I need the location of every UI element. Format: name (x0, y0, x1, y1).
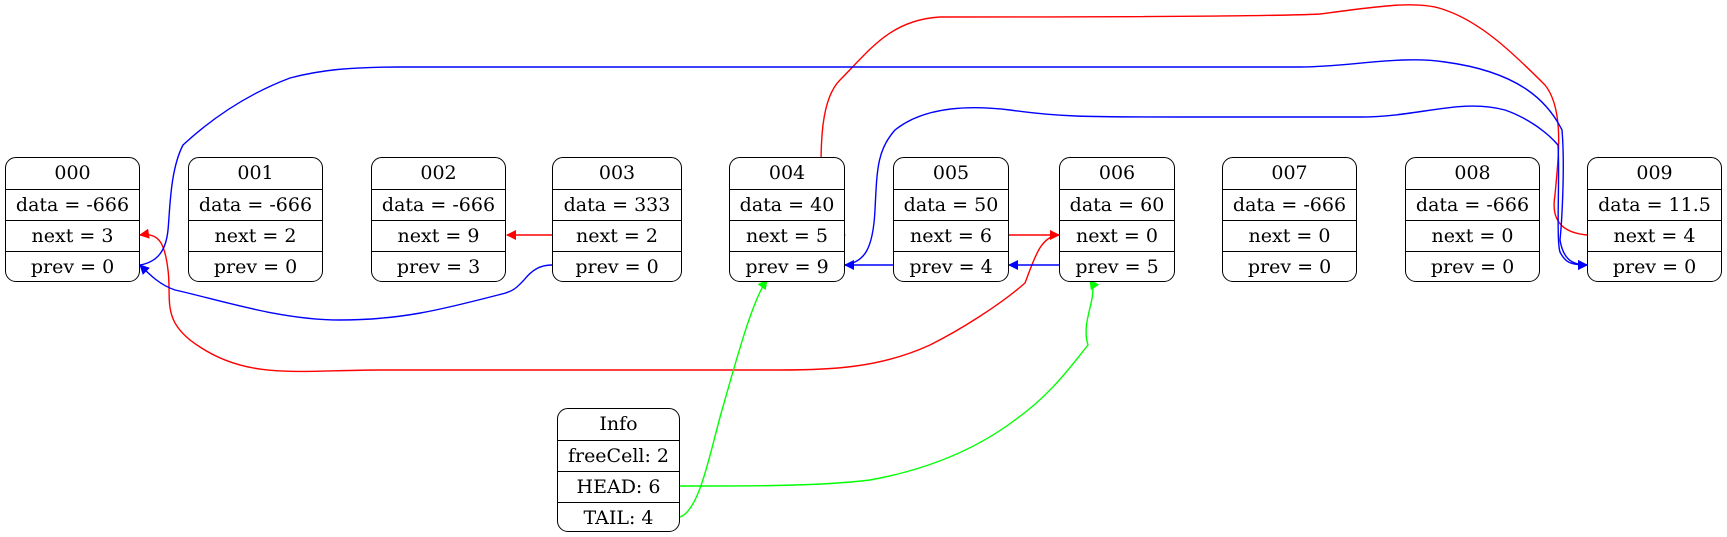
node-next: next = 2 (553, 220, 681, 251)
node-007: 007 data = -666 next = 0 prev = 0 (1222, 157, 1357, 282)
node-id: 003 (598, 162, 636, 184)
node-004: 004 data = 40 next = 5 prev = 9 (729, 157, 845, 282)
edge-info-tail-to-004 (679, 279, 768, 518)
node-id: 007 (1271, 162, 1308, 184)
node-000: 000 data = -666 next = 3 prev = 0 (5, 157, 140, 282)
node-id: 001 (237, 162, 274, 184)
node-next: next = 0 (1060, 220, 1174, 251)
info-head: HEAD: 6 (558, 471, 679, 502)
node-prev: prev = 0 (1223, 251, 1356, 281)
edge-prev-003-to-000 (139, 264, 553, 321)
node-id: 005 (932, 162, 970, 184)
info-node: Info freeCell: 2 HEAD: 6 TAIL: 4 (557, 408, 680, 532)
node-001: 001 data = -666 next = 2 prev = 0 (188, 157, 323, 282)
node-data: data = -666 (6, 189, 139, 220)
node-002: 002 data = -666 next = 9 prev = 3 (371, 157, 506, 282)
node-next: next = 4 (1588, 220, 1721, 251)
node-006: 006 data = 60 next = 0 prev = 5 (1059, 157, 1175, 282)
node-008: 008 data = -666 next = 0 prev = 0 (1405, 157, 1540, 282)
node-id: 008 (1454, 162, 1491, 184)
info-title: Info (599, 413, 638, 435)
node-next: next = 3 (6, 220, 139, 251)
node-next: next = 9 (372, 220, 505, 251)
node-prev: prev = 0 (553, 251, 681, 281)
node-next: next = 6 (894, 220, 1008, 251)
node-next: next = 0 (1223, 220, 1356, 251)
node-next: next = 2 (189, 220, 322, 251)
edge-info-head-to-006 (679, 279, 1100, 487)
node-id: 006 (1098, 162, 1136, 184)
node-prev: prev = 5 (1060, 251, 1174, 281)
node-data: data = -666 (1406, 189, 1539, 220)
info-free-cell: freeCell: 2 (558, 440, 679, 471)
info-tail: TAIL: 4 (558, 502, 679, 531)
node-prev: prev = 0 (1588, 251, 1721, 281)
edge-prev-004-to-009 (844, 105, 1588, 270)
node-prev: prev = 3 (372, 251, 505, 281)
node-009: 009 data = 11.5 next = 4 prev = 0 (1587, 157, 1722, 282)
node-prev: prev = 0 (1406, 251, 1539, 281)
node-id: 002 (420, 162, 457, 184)
node-next: next = 5 (730, 220, 844, 251)
node-next: next = 0 (1406, 220, 1539, 251)
node-prev: prev = 0 (6, 251, 139, 281)
node-data: data = -666 (189, 189, 322, 220)
node-prev: prev = 4 (894, 251, 1008, 281)
node-data: data = 50 (894, 189, 1008, 220)
node-005: 005 data = 50 next = 6 prev = 4 (893, 157, 1009, 282)
node-prev: prev = 9 (730, 251, 844, 281)
node-data: data = -666 (1223, 189, 1356, 220)
node-data: data = 11.5 (1588, 189, 1721, 220)
node-id: 009 (1636, 162, 1673, 184)
edge-prev-000-to-009 (139, 59, 1588, 270)
node-data: data = -666 (372, 189, 505, 220)
node-data: data = 333 (553, 189, 681, 220)
node-id: 004 (768, 162, 806, 184)
node-data: data = 40 (730, 189, 844, 220)
node-data: data = 60 (1060, 189, 1174, 220)
node-prev: prev = 0 (189, 251, 322, 281)
node-id: 000 (54, 162, 91, 184)
node-003: 003 data = 333 next = 2 prev = 0 (552, 157, 682, 282)
